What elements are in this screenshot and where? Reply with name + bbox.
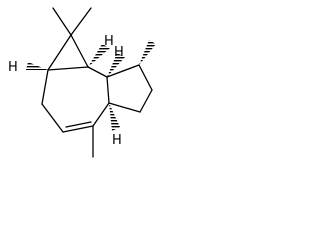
hashed-bond-h-bottom [109,103,120,131]
bond-cp-top-left [47,34,72,71]
hashed-bond-h-top [88,44,110,67]
bond-ring5-c [139,89,153,113]
skeleton-bonds [41,7,153,158]
bond-ring5-d [108,102,141,113]
bond-ring7-double-outer [62,125,94,133]
atom-label-h-bottom: H [112,133,122,148]
bond-cp-base [47,66,89,71]
bond-ring5-a [106,64,140,78]
hashed-bond-h-mid [107,53,125,77]
bond-ring7-e [87,66,108,78]
bond-ring7-double-inner [65,121,92,128]
bond-methyl-gem-left [52,7,72,36]
bond-ring5-b [138,64,153,91]
hashed-bond-methyl [139,40,156,65]
bond-cp-top-right [70,34,89,68]
atom-label-h-top: H [104,34,114,49]
atom-labels: H H H H [8,34,124,148]
atom-label-h-mid: H [114,45,124,60]
bond-ring7-d [106,76,110,104]
molecule-structure: H H H H [8,7,156,158]
stereo-bonds [26,40,156,131]
atom-label-h-left: H [8,60,18,75]
bond-ring7-c [92,102,110,127]
bond-ring7-b [41,103,64,133]
bond-methyl-gem-right [70,7,92,36]
bond-ring7-a [41,69,49,105]
hashed-bond-h-left [26,62,48,70]
